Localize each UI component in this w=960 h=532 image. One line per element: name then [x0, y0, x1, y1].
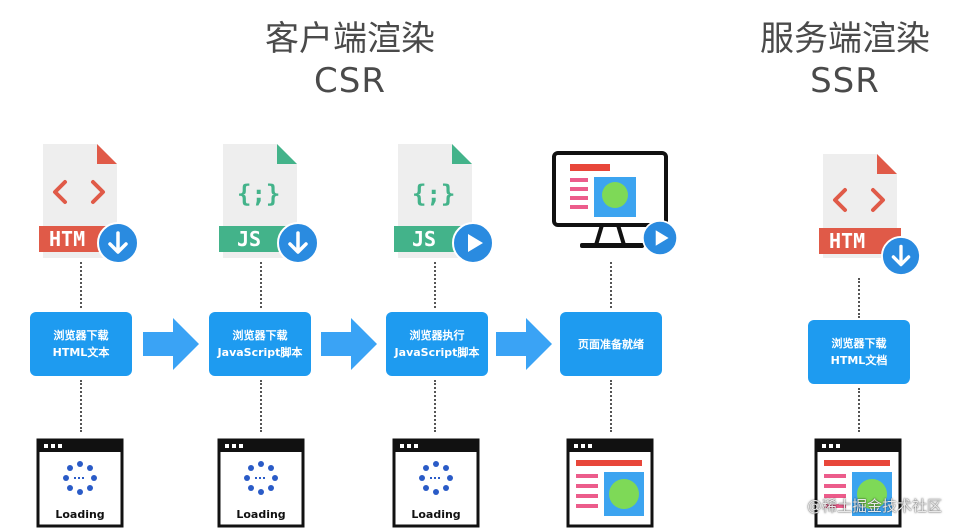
browser-window-rendered-icon: [814, 438, 902, 528]
step-line: HTML文档: [830, 354, 888, 367]
csr-title-en: CSR: [314, 61, 386, 101]
csr-title: 客户端渲染 CSR: [230, 18, 470, 102]
step-box-download-html: 浏览器下载 HTML文本: [30, 312, 132, 376]
connector-dots: [610, 380, 612, 432]
connector-dots: [80, 262, 82, 308]
monitor-icon: [550, 150, 680, 260]
html-file-label: HTM: [49, 227, 85, 251]
html-file-icon: HTM: [35, 140, 145, 270]
download-arrow-icon: [881, 236, 921, 276]
connector-dots: [434, 380, 436, 432]
step-line: 浏览器执行: [409, 329, 465, 342]
step-box-ssr-download-html: 浏览器下载 HTML文档: [808, 320, 910, 384]
ssr-title-en: SSR: [810, 61, 880, 101]
connector-dots: [858, 278, 860, 318]
js-file-icon: {;} JS: [215, 140, 325, 270]
download-arrow-icon: [97, 222, 139, 264]
browser-window-rendered-icon: [566, 438, 654, 528]
step-line: 浏览器下载: [53, 329, 109, 342]
svg-text:{;}: {;}: [412, 180, 455, 208]
csr-title-zh: 客户端渲染: [265, 19, 435, 59]
js-file-label: JS: [412, 227, 436, 251]
connector-dots: [858, 388, 860, 432]
browser-window-icon: Loading: [217, 438, 305, 528]
connector-dots: [260, 262, 262, 308]
js-file-label: JS: [237, 227, 261, 251]
loading-label: Loading: [236, 508, 286, 521]
connector-dots: [610, 262, 612, 308]
step-box-page-ready: 页面准备就绪: [560, 312, 662, 376]
step-box-download-js: 浏览器下载 JavaScript脚本: [209, 312, 311, 376]
watermark: @稀土掘金技术社区: [806, 497, 942, 515]
html-file-icon: HTM: [815, 150, 925, 280]
step-box-execute-js: 浏览器执行 JavaScript脚本: [386, 312, 488, 376]
connector-dots: [260, 380, 262, 432]
step-line: JavaScript脚本: [394, 346, 480, 359]
loading-spinner-icon: [243, 460, 279, 500]
loading-spinner-icon: [62, 460, 98, 500]
browser-window-icon: Loading: [36, 438, 124, 528]
step-line: JavaScript脚本: [217, 346, 303, 359]
loading-label: Loading: [411, 508, 461, 521]
ssr-title: 服务端渲染 SSR: [740, 18, 950, 102]
right-arrow-icon: [496, 314, 554, 374]
right-arrow-icon: [143, 314, 201, 374]
step-line: HTML文本: [52, 346, 110, 359]
browser-window-icon: Loading: [392, 438, 480, 528]
ssr-title-zh: 服务端渲染: [760, 19, 930, 59]
play-icon: [642, 220, 678, 260]
step-line: 浏览器下载: [232, 329, 288, 342]
svg-text:{;}: {;}: [237, 180, 280, 208]
download-arrow-icon: [277, 222, 319, 264]
loading-spinner-icon: [418, 460, 454, 500]
right-arrow-icon: [321, 314, 379, 374]
step-line: 浏览器下载: [831, 337, 887, 350]
connector-dots: [434, 262, 436, 308]
html-file-label: HTM: [829, 229, 865, 253]
js-file-icon: {;} JS: [390, 140, 500, 270]
step-line: 页面准备就绪: [578, 337, 644, 351]
play-icon: [452, 222, 494, 264]
loading-label: Loading: [55, 508, 105, 521]
connector-dots: [80, 380, 82, 432]
